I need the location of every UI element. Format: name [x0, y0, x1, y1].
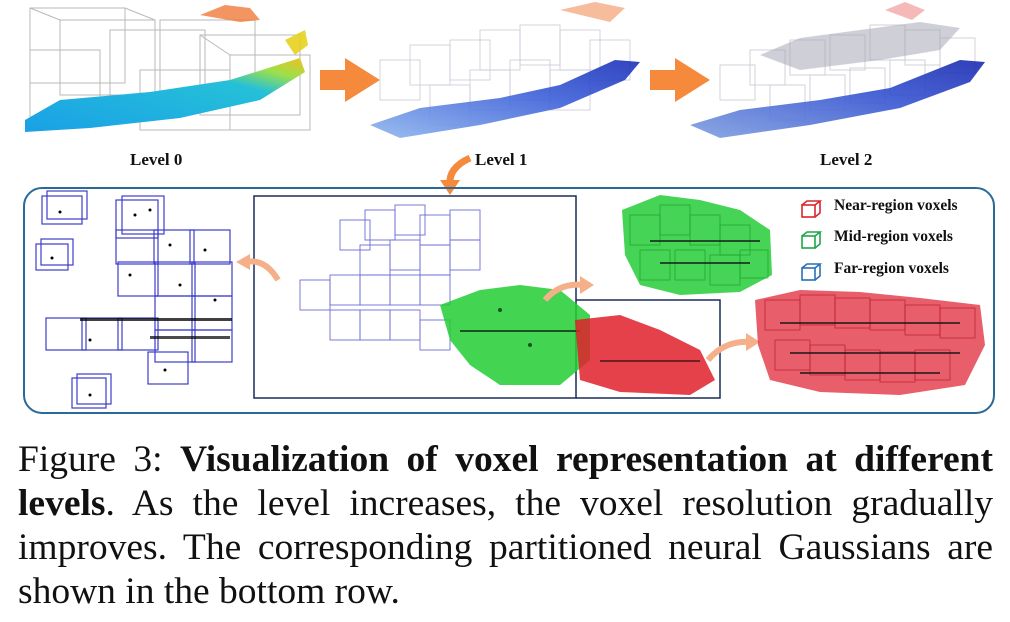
caption-bold-title: Visualization of voxel representation at…	[18, 439, 993, 524]
figure-3: Level 0 Level 1	[23, 2, 995, 414]
far-voxels-closeup	[35, 190, 233, 409]
center-far-voxels	[299, 204, 481, 351]
cube-red-icon	[801, 200, 822, 218]
center-voxel-view	[253, 195, 577, 399]
arrow-level0-to-level1	[320, 58, 380, 102]
level-1-label: Level 1	[475, 150, 527, 169]
far-gaussian-points	[50, 208, 232, 397]
detail-panel-border	[23, 187, 995, 414]
mid-voxels-closeup	[622, 195, 772, 295]
near-voxels-closeup	[755, 290, 985, 395]
center-near-voxels	[575, 315, 715, 395]
level-0-panel	[25, 5, 311, 132]
callout-arrow-near	[705, 338, 751, 363]
caption-body: . As the level increases, the voxel reso…	[18, 483, 993, 612]
legend-far-label: Far-region voxels	[834, 260, 949, 277]
level-2-label: Level 2	[820, 150, 872, 169]
caption-prefix: Figure 3:	[18, 439, 181, 480]
level-1-panel	[370, 2, 640, 138]
cube-green-icon	[801, 231, 822, 249]
legend-mid-label: Mid-region voxels	[834, 228, 953, 245]
level-0-label: Level 0	[130, 150, 182, 169]
legend-near-label: Near-region voxels	[834, 197, 958, 214]
figure-caption: Figure 3: Visualization of voxel represe…	[18, 438, 993, 614]
arrow-level1-to-level2	[650, 58, 710, 102]
center-mid-voxels	[440, 285, 590, 385]
legend: Near-region voxels Mid-region voxels Far…	[800, 197, 990, 289]
figure-graphic: Level 0 Level 1	[23, 2, 995, 414]
cube-blue-icon	[801, 263, 822, 281]
level-2-panel	[690, 2, 985, 138]
